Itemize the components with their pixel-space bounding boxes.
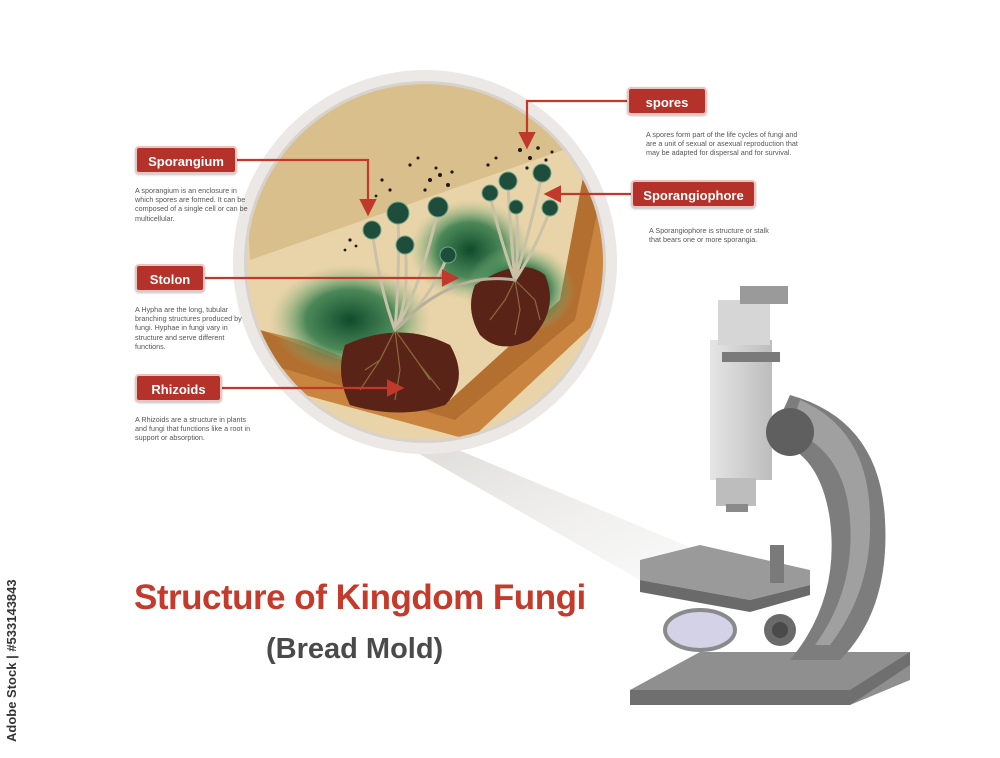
microscope-tube [710,340,772,480]
label-sporangiophore: Sporangiophore [631,180,756,208]
page-title: Structure of Kingdom Fungi [134,578,586,617]
light-beam [395,438,720,580]
desc-stolon: A Hypha are the long, tubular branching … [135,305,242,351]
desc-sporangium: A sporangium is an enclosure in which sp… [135,186,248,223]
microscope [630,286,910,705]
stock-credit: Adobe Stock | #533143843 [4,579,19,742]
label-rhizoids: Rhizoids [135,374,222,402]
desc-sporangiophore: A Sporangiophore is structure or stalk t… [649,226,769,245]
microscope-mirror [663,608,737,652]
label-spores: spores [627,87,707,115]
leader-sporangium [237,158,377,217]
microscope-stage [640,545,810,600]
magnifier-lens [233,70,617,454]
objective-lens [716,478,756,506]
eyepiece [740,286,788,304]
desc-rhizoids: A Rhizoids are a structure in plants and… [135,415,251,443]
label-stolon: Stolon [135,264,205,292]
leader-spores [518,99,628,150]
label-sporangium: Sporangium [135,146,237,174]
desc-spores: A spores form part of the life cycles of… [646,130,798,158]
page-subtitle: (Bread Mold) [266,633,444,665]
bread-chunk-right [471,267,550,347]
